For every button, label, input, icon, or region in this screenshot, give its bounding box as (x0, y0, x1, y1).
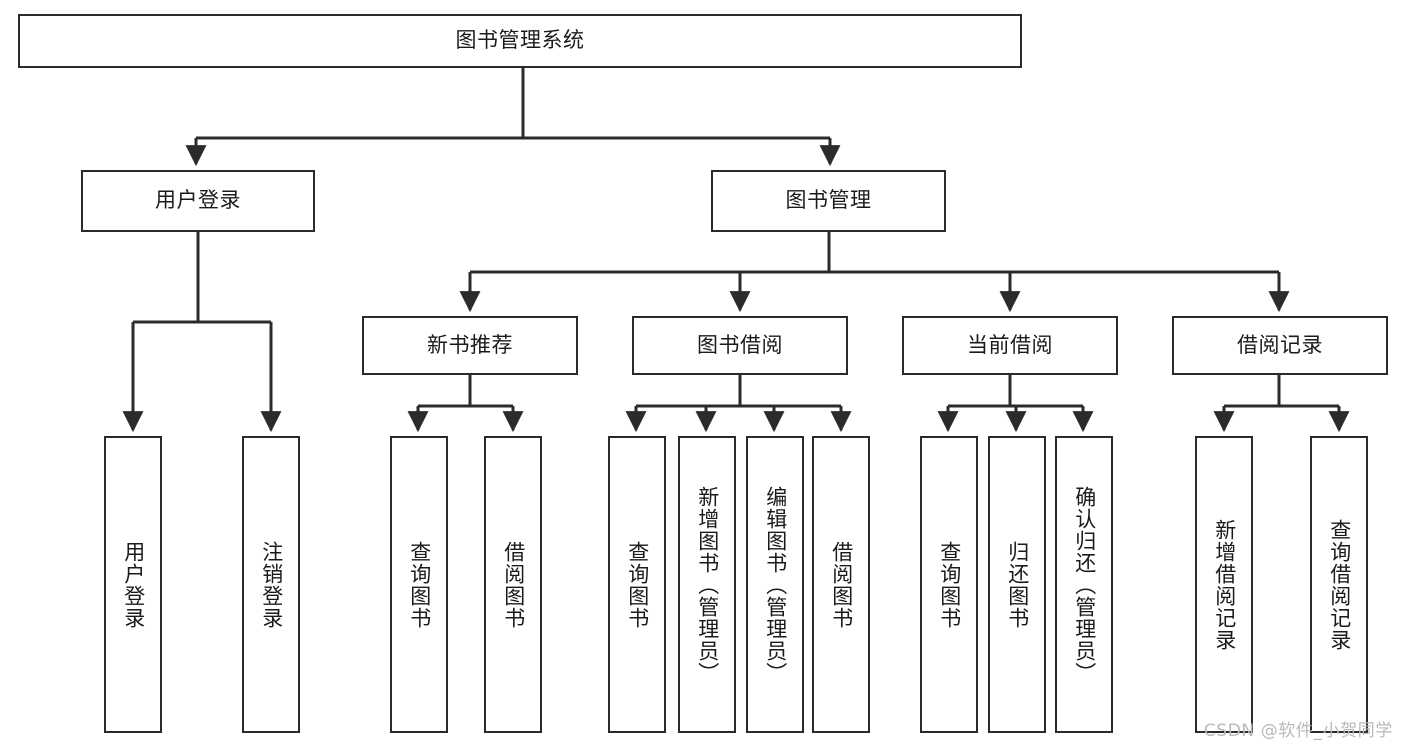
leaf-user-login-logout[interactable]: 注销登录 (242, 436, 300, 733)
leaf-borrow-query-book-label: 查询图书 (625, 540, 650, 629)
node-root-system[interactable]: 图书管理系统 (18, 14, 1022, 68)
leaf-new-book-query-label: 查询图书 (407, 540, 432, 629)
leaf-borrow-add-book-label: 新增图书（管理员） (695, 485, 720, 684)
leaf-current-query-book[interactable]: 查询图书 (920, 436, 978, 733)
node-borrow-record-label: 借阅记录 (1237, 332, 1323, 357)
leaf-borrow-borrow-book[interactable]: 借阅图书 (812, 436, 870, 733)
node-new-book-recommend[interactable]: 新书推荐 (362, 316, 578, 375)
leaf-record-add-label: 新增借阅记录 (1212, 518, 1237, 651)
node-current-borrow-label: 当前借阅 (967, 332, 1053, 357)
leaf-borrow-add-book[interactable]: 新增图书（管理员） (678, 436, 736, 733)
leaf-user-login-login-label: 用户登录 (121, 540, 146, 629)
leaf-user-login-logout-label: 注销登录 (259, 540, 284, 629)
leaf-current-return-book[interactable]: 归还图书 (988, 436, 1046, 733)
leaf-current-return-book-label: 归还图书 (1005, 540, 1030, 629)
node-user-login-label: 用户登录 (155, 188, 241, 213)
leaf-user-login-login[interactable]: 用户登录 (104, 436, 162, 733)
leaf-new-book-borrow[interactable]: 借阅图书 (484, 436, 542, 733)
node-user-login[interactable]: 用户登录 (81, 170, 315, 232)
leaf-record-query-label: 查询借阅记录 (1327, 518, 1352, 651)
node-book-borrow-label: 图书借阅 (697, 332, 783, 357)
node-current-borrow[interactable]: 当前借阅 (902, 316, 1118, 375)
node-book-management-label: 图书管理 (785, 188, 872, 213)
leaf-borrow-edit-book-label: 编辑图书（管理员） (763, 485, 788, 684)
leaf-new-book-borrow-label: 借阅图书 (501, 540, 526, 629)
leaf-record-add[interactable]: 新增借阅记录 (1195, 436, 1253, 733)
leaf-current-confirm-return[interactable]: 确认归还（管理员） (1055, 436, 1113, 733)
leaf-borrow-query-book[interactable]: 查询图书 (608, 436, 666, 733)
leaf-record-query[interactable]: 查询借阅记录 (1310, 436, 1368, 733)
leaf-new-book-query[interactable]: 查询图书 (390, 436, 448, 733)
node-root-system-label: 图书管理系统 (455, 28, 585, 53)
leaf-current-query-book-label: 查询图书 (937, 540, 962, 629)
leaf-borrow-edit-book[interactable]: 编辑图书（管理员） (746, 436, 804, 733)
node-book-management[interactable]: 图书管理 (711, 170, 946, 232)
leaf-current-confirm-return-label: 确认归还（管理员） (1072, 485, 1097, 684)
node-new-book-recommend-label: 新书推荐 (427, 332, 513, 357)
leaf-borrow-borrow-book-label: 借阅图书 (829, 540, 854, 629)
node-borrow-record[interactable]: 借阅记录 (1172, 316, 1388, 375)
node-book-borrow[interactable]: 图书借阅 (632, 316, 848, 375)
